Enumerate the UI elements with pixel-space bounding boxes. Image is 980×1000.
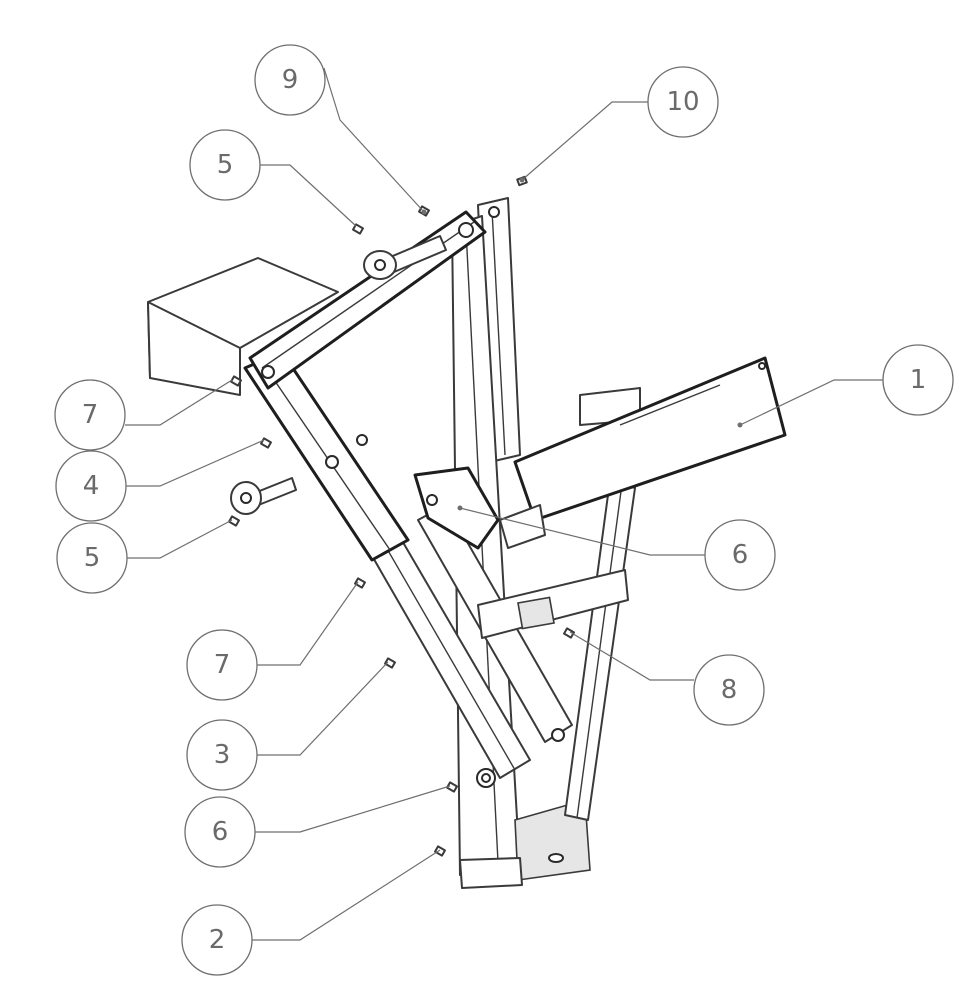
callout-1: 1	[882, 344, 954, 416]
callout-8-circle	[693, 654, 765, 726]
fastener-marks	[228, 175, 575, 857]
callout-8-label: 8	[721, 675, 738, 705]
callout-4-circle	[55, 450, 127, 522]
pivot-pin-upper	[363, 235, 447, 280]
callout-3: 3	[186, 719, 258, 791]
callout-7-lower-label: 7	[214, 650, 231, 680]
callout-6-lower-label: 6	[212, 817, 229, 847]
callout-6-lower-circle	[184, 796, 256, 868]
callout-7-upper-circle	[54, 379, 126, 451]
callout-5-upper-label: 5	[217, 150, 234, 180]
callout-6-upper-label: 6	[732, 540, 749, 570]
callout-5-upper: 5	[189, 129, 261, 201]
callout-9: 9	[254, 44, 326, 116]
callout-6-lower: 6	[184, 796, 256, 868]
callout-5-upper-circle	[189, 129, 261, 201]
cross-member	[477, 569, 629, 639]
leader-lines	[125, 67, 883, 941]
callout-2-circle	[181, 904, 253, 976]
callout-7-lower-circle	[186, 629, 258, 701]
callout-10-circle	[647, 66, 719, 138]
frame-assembly-drawing	[147, 175, 787, 889]
clamp-bracket	[413, 466, 546, 550]
lower-bolt-hole	[476, 768, 496, 788]
callout-4: 4	[55, 450, 127, 522]
pivot-pin-lower	[230, 477, 297, 515]
callout-5-lower: 5	[56, 522, 128, 594]
callout-2-label: 2	[209, 925, 226, 955]
callout-7-upper: 7	[54, 379, 126, 451]
callout-1-circle	[882, 344, 954, 416]
callout-8: 8	[693, 654, 765, 726]
callout-5-lower-label: 5	[84, 543, 101, 573]
callout-10-label: 10	[666, 87, 699, 117]
mounting-bracket-box	[147, 257, 339, 396]
callout-5-lower-circle	[56, 522, 128, 594]
horizontal-arm	[513, 356, 787, 522]
callout-2: 2	[181, 904, 253, 976]
callout-1-label: 1	[910, 365, 927, 395]
callout-7-lower: 7	[186, 629, 258, 701]
callout-7-upper-label: 7	[82, 400, 99, 430]
callout-3-label: 3	[214, 740, 231, 770]
callout-9-circle	[254, 44, 326, 116]
callout-10: 10	[647, 66, 719, 138]
callout-3-circle	[186, 719, 258, 791]
callout-6-upper: 6	[704, 519, 776, 591]
callout-6-upper-circle	[704, 519, 776, 591]
base-foot-plate	[459, 798, 591, 889]
callout-9-label: 9	[282, 65, 299, 95]
callout-4-label: 4	[83, 471, 100, 501]
upper-left-arm	[243, 350, 410, 562]
